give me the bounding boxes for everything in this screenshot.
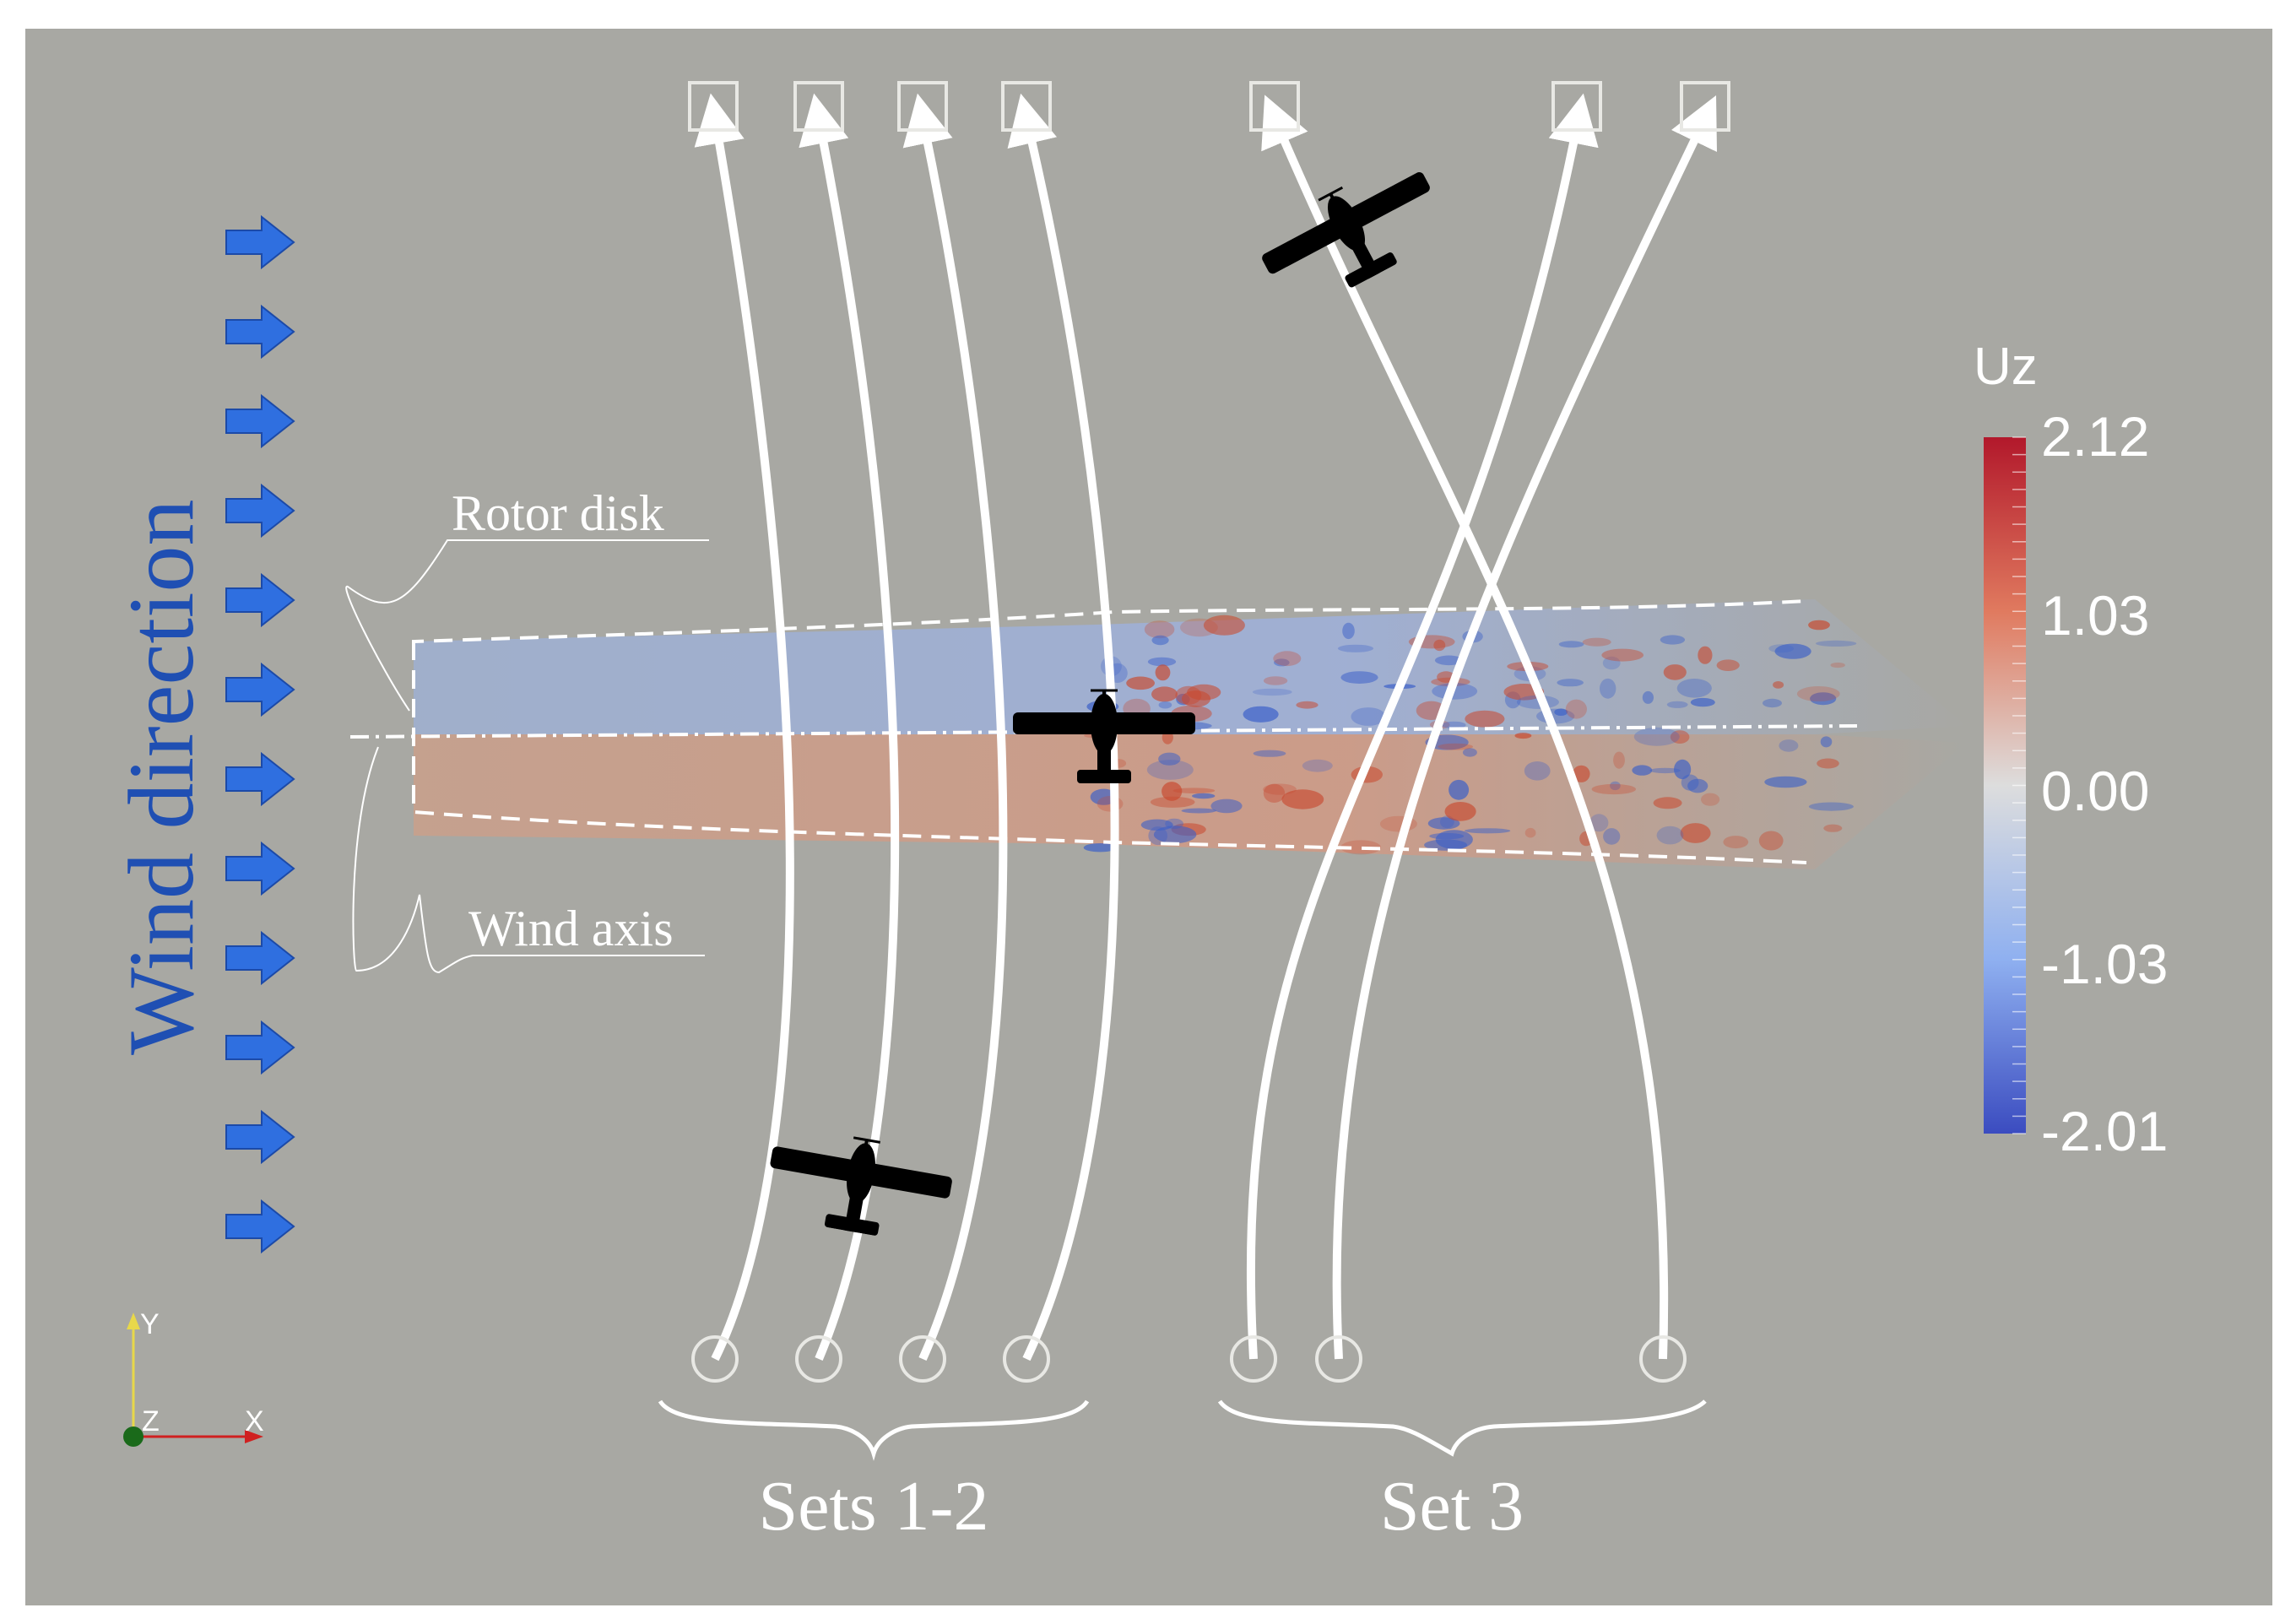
wind-axis-leader	[352, 746, 705, 974]
axes-triad: Y Z X	[123, 1308, 264, 1447]
start-markers	[691, 1335, 1687, 1383]
sets-12-paths	[694, 93, 1119, 1361]
wind-arrow-icon	[225, 841, 295, 896]
colorbar-tick-label: 0.00	[2041, 760, 2149, 822]
axis-z-label: Z	[142, 1405, 160, 1437]
wake-boundary-upper	[412, 599, 1807, 650]
sets-12-brace	[658, 1399, 1090, 1461]
wind-arrows	[225, 214, 295, 1254]
wind-arrow-icon	[225, 930, 295, 986]
wind-arrow-icon	[225, 751, 295, 807]
colorbar-minor-ticks	[2012, 436, 2026, 1134]
colorbar-tick-label: -2.01	[2041, 1100, 2168, 1162]
sets-12-label: Sets 1-2	[759, 1467, 989, 1546]
colorbar-tick-label: 2.12	[2041, 405, 2149, 468]
set-3-label: Set 3	[1380, 1467, 1524, 1546]
colorbar-title: Uz	[1974, 338, 2038, 396]
wind-arrow-icon	[225, 393, 295, 449]
wind-direction-label: Wind direction	[110, 500, 213, 1055]
set-3-paths	[1247, 93, 1717, 1360]
turbulence-patches	[1083, 614, 1857, 855]
colorbar: Uz 2.12 1.03 0.00 -1.03 -2.01	[1974, 338, 2168, 1162]
wind-arrow-icon	[225, 1109, 295, 1165]
axis-y-label: Y	[140, 1308, 160, 1340]
wind-arrow-icon	[225, 483, 295, 539]
wind-axis-label: Wind axis	[468, 901, 674, 956]
colorbar-tick-label: -1.03	[2041, 933, 2168, 995]
set-3-brace	[1217, 1399, 1707, 1457]
wind-arrow-icon	[225, 572, 295, 628]
colorbar-tick-label: 1.03	[2041, 584, 2149, 647]
axis-x-label: X	[245, 1405, 264, 1437]
wind-arrow-icon	[225, 304, 295, 360]
rotor-disk-label: Rotor disk	[452, 485, 664, 541]
wind-arrow-icon	[225, 662, 295, 717]
end-markers	[688, 81, 1730, 132]
wind-arrow-icon	[225, 1199, 295, 1254]
wind-arrow-icon	[225, 1020, 295, 1075]
rotor-disk-leader	[345, 539, 709, 712]
wind-arrow-icon	[225, 214, 295, 270]
wake-field	[414, 599, 1967, 869]
